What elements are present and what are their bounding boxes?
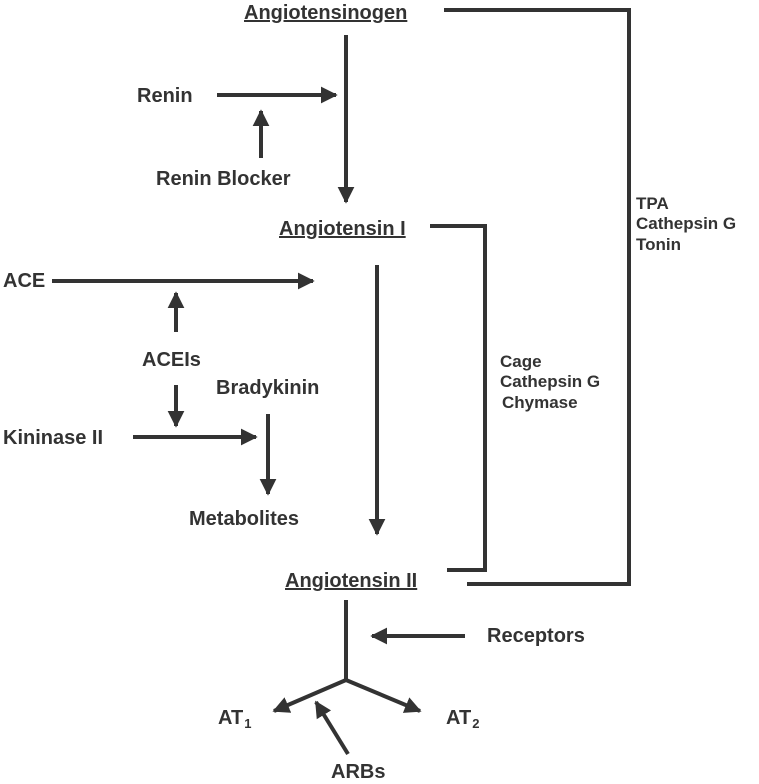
node-aceis: ACEIs: [142, 349, 201, 371]
node-receptors: Receptors: [487, 625, 585, 647]
enzyme-cathepsin-g-2: Cathepsin G: [500, 372, 601, 392]
bracket-angiotensinogen-to-angiotensin-2: [444, 8, 631, 586]
node-bradykinin: Bradykinin: [216, 377, 320, 399]
arrow-to-at2: [345, 678, 422, 713]
bracket-angiotensin-1-to-angiotensin-2: [430, 224, 487, 572]
node-metabolites: Metabolites: [189, 508, 300, 530]
at2-subscript: 2: [472, 716, 480, 731]
node-renin: Renin: [137, 85, 193, 107]
alt-pathway-2-enzymes: Cage Cathepsin G Chymase: [500, 352, 600, 413]
enzyme-cathepsin-g-1: Cathepsin G: [636, 214, 737, 234]
enzyme-tonin: Tonin: [636, 234, 681, 254]
enzyme-tpa: TPA: [636, 194, 669, 213]
at1-label: AT: [218, 707, 244, 729]
at1-subscript: 1: [244, 716, 252, 731]
at2-label: AT: [446, 707, 472, 729]
alt-pathway-1-enzymes: TPA Cathepsin G Tonin: [636, 194, 736, 255]
node-at2: AT2: [446, 708, 479, 730]
node-angiotensin-2: Angiotensin II: [285, 570, 418, 592]
node-at1: AT1: [218, 708, 251, 730]
node-renin-blocker: Renin Blocker: [156, 168, 291, 190]
node-kininase-2: Kininase II: [3, 427, 104, 449]
node-ace: ACE: [3, 270, 46, 292]
node-angiotensinogen: Angiotensinogen: [244, 2, 408, 24]
arrow-to-at1: [272, 678, 347, 713]
node-arbs: ARBs: [331, 761, 386, 783]
arrow-arbs: [314, 700, 350, 756]
enzyme-cage: Cage: [500, 352, 542, 371]
enzyme-chymase: Chymase: [502, 392, 578, 412]
node-angiotensin-1: Angiotensin I: [279, 218, 406, 240]
